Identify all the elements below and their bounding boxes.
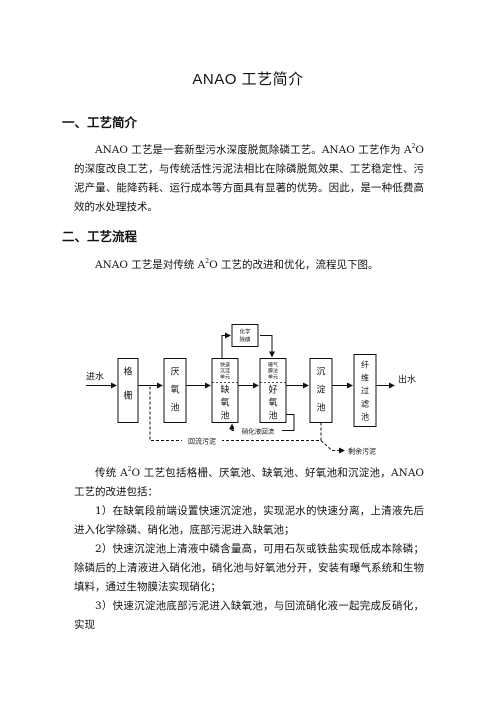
svg-text:滤: 滤 — [361, 399, 369, 409]
improvement-item-1: 1）在缺氧段前端设置快速沉淀池，实现泥水的快速分离，上清液先后进入化学除磷、硝化… — [74, 505, 424, 536]
improvement-item-2: 2）快速沉淀池上清液中磷含量高，可用石灰或铁盐实现低成本除磷；除磷后的上清液进入… — [74, 543, 424, 593]
svg-text:沉: 沉 — [316, 367, 325, 378]
svg-text:维: 维 — [361, 373, 369, 383]
svg-text:好: 好 — [268, 384, 277, 396]
svg-text:过: 过 — [361, 386, 369, 396]
section-heading-intro: 一、工艺简介 — [62, 115, 138, 130]
anaerobic-tank-box — [163, 358, 187, 423]
inlet-label: 进水 — [86, 371, 104, 383]
chemical-p-removal-box — [231, 324, 259, 347]
return-sludge-label: 回流污泥 — [188, 437, 216, 446]
svg-text:曝气: 曝气 — [268, 362, 278, 369]
svg-text:池: 池 — [170, 402, 179, 414]
svg-text:氧: 氧 — [268, 397, 277, 409]
section-heading-process: 二、工艺流程 — [62, 229, 138, 244]
improvement-item-3: 3）快速沉淀池底部污泥进入缺氧池，与回流硝化液一起完成反硝化，实现 — [74, 600, 424, 631]
svg-text:池: 池 — [268, 410, 277, 422]
outlet-label: 出水 — [398, 374, 416, 386]
svg-text:池: 池 — [220, 410, 229, 422]
svg-text:化学: 化学 — [239, 328, 251, 336]
svg-text:淀: 淀 — [316, 384, 325, 396]
aerobic-tank-box — [259, 358, 287, 423]
svg-text:格: 格 — [123, 366, 132, 378]
anoxic-tank-box — [211, 358, 239, 423]
nitrate-return-label: 硝化液回流 — [242, 427, 275, 436]
svg-text:快速: 快速 — [220, 362, 230, 369]
fiber-filter-box — [353, 354, 377, 427]
svg-text:厌: 厌 — [170, 367, 179, 378]
svg-text:膜法: 膜法 — [268, 368, 278, 375]
svg-text:池: 池 — [316, 402, 325, 414]
svg-text:氧: 氧 — [170, 384, 179, 396]
svg-text:除磷: 除磷 — [239, 336, 251, 344]
page-title: ANAO 工艺简介 — [192, 71, 304, 88]
process-flow-diagram: 进水 格 栅 厌 氧 池 快速 沉淀 单元 缺 氧 池 化学 除磷 曝气 膜法 … — [86, 324, 416, 456]
svg-text:纤: 纤 — [361, 360, 369, 370]
grille-box — [117, 358, 139, 423]
svg-text:缺: 缺 — [220, 384, 229, 396]
svg-text:栅: 栅 — [123, 390, 132, 402]
svg-text:单元: 单元 — [268, 374, 278, 381]
svg-text:氧: 氧 — [220, 397, 229, 409]
svg-text:单元: 单元 — [220, 374, 230, 381]
improvements-section: 传统 A2O 工艺包括格栅、厌氧池、缺氧池、好氧池和沉淀池，ANAO 工艺的改进… — [74, 460, 424, 635]
process-paragraph: ANAO 工艺是对传统 A2O 工艺的改进和优化，流程见下图。 — [95, 258, 379, 271]
svg-text:池: 池 — [361, 412, 369, 422]
excess-sludge-label: 剩余污泥 — [348, 447, 376, 456]
svg-text:沉淀: 沉淀 — [220, 368, 230, 375]
intro-paragraph: ANAO 工艺是一套新型污水深度脱氮除磷工艺。ANAO 工艺作为 A2O 的深度… — [74, 143, 424, 213]
